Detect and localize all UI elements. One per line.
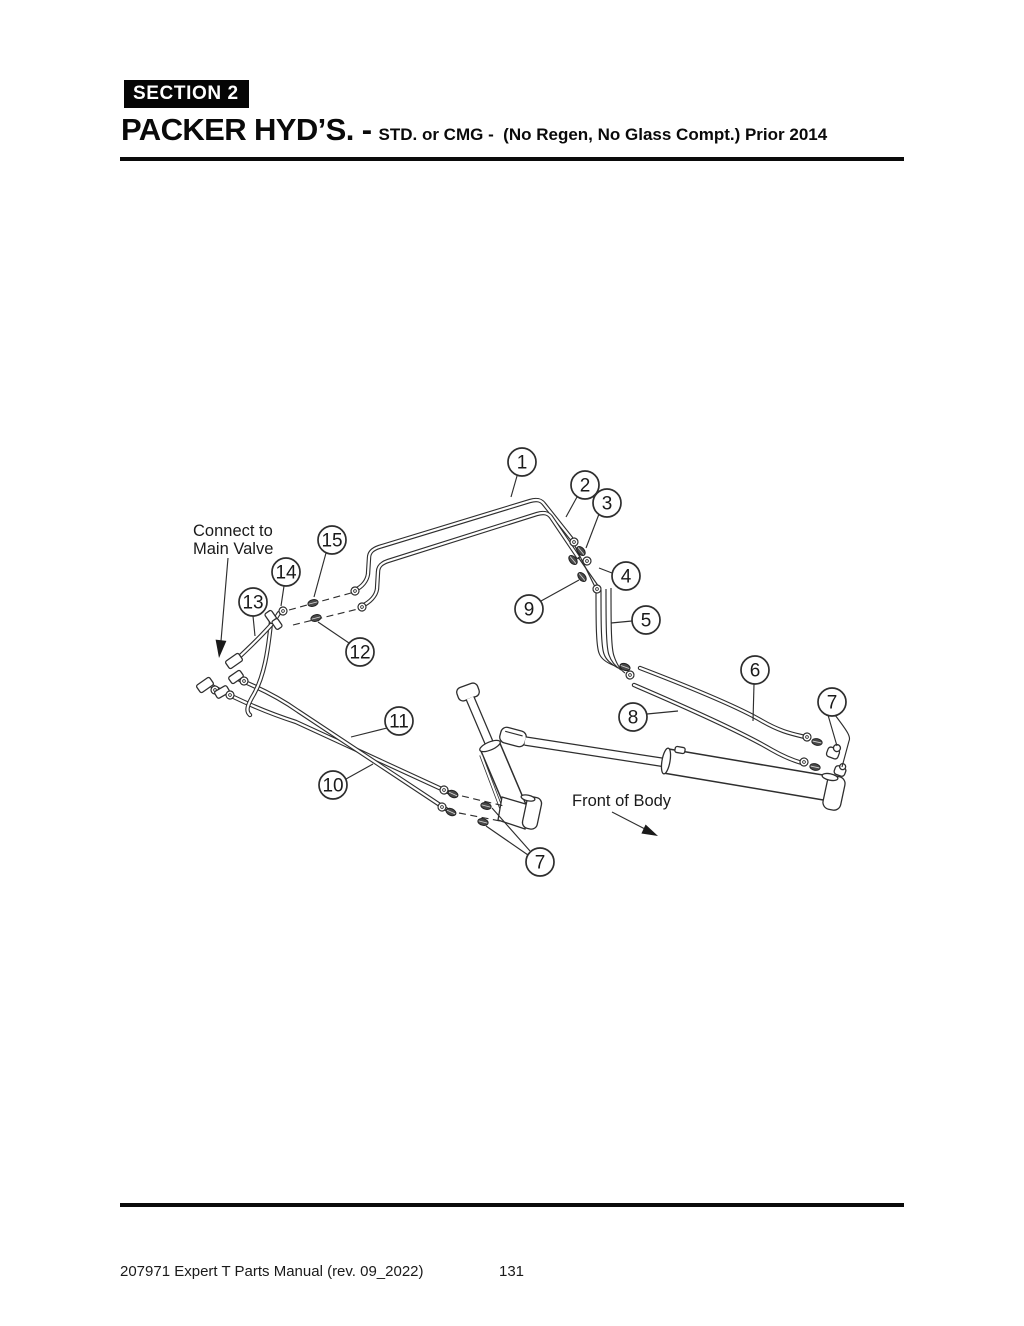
manual-reference: 207971 Expert T Parts Manual (rev. 09_20… [120,1263,424,1280]
callout-11: 11 [384,706,414,736]
callout-13: 13 [238,587,268,617]
connect-to-main-valve-label-line1: Connect to [193,522,273,540]
page-heading: PACKER HYD’S. - STD. or CMG - (No Regen, … [121,112,827,148]
svg-text:1: 1 [517,453,528,474]
assembly-dashed-lines [288,592,505,822]
svg-text:6: 6 [750,661,761,682]
callout-3: 3 [592,488,622,518]
callout-1: 1 [507,447,537,477]
callout-6: 6 [740,655,770,685]
callout-2: 2 [570,470,600,500]
svg-text:10: 10 [322,776,343,797]
callout-5: 5 [631,605,661,635]
svg-text:9: 9 [524,600,535,621]
footer-rule [120,1203,904,1207]
ejector-cylinder-right [499,726,846,811]
svg-text:2: 2 [580,476,591,497]
callout-12: 12 [345,637,375,667]
svg-text:8: 8 [628,708,639,729]
svg-text:3: 3 [602,494,613,515]
callout-10: 10 [318,770,348,800]
callout-14: 14 [271,557,301,587]
svg-text:4: 4 [621,567,632,588]
section-badge: SECTION 2 [124,80,249,108]
hydraulic-tubes [355,500,626,674]
callout-7-bottom: 7 [525,847,555,877]
hydraulic-fittings [196,535,847,827]
elbow-fitting [833,762,847,777]
svg-text:7: 7 [535,853,546,874]
callout-15: 15 [317,525,347,555]
svg-text:11: 11 [389,712,409,733]
svg-text:14: 14 [275,563,297,584]
header-rule [120,157,904,161]
svg-text:7: 7 [827,693,838,714]
connect-to-main-valve-arrow [215,557,229,658]
svg-text:5: 5 [641,611,652,632]
callout-9: 9 [514,594,544,624]
elbow-fitting [825,743,842,760]
page-number: 131 [499,1263,525,1280]
page-title: PACKER HYD’S. - [121,112,372,147]
front-of-body-arrow [611,811,658,836]
front-of-body-label: Front of Body [572,792,672,810]
connect-to-main-valve-label-line2: Main Valve [193,540,273,558]
callout-8: 8 [618,702,648,732]
callout-leader-lines [252,475,851,856]
svg-text:13: 13 [242,593,263,614]
svg-text:15: 15 [321,531,342,552]
svg-text:12: 12 [349,643,370,664]
callout-4: 4 [611,561,641,591]
page-subtitle: STD. or CMG - (No Regen, No Glass Compt.… [378,125,828,144]
callout-7-right: 7 [817,687,847,717]
packer-cylinder-middle [456,682,543,831]
